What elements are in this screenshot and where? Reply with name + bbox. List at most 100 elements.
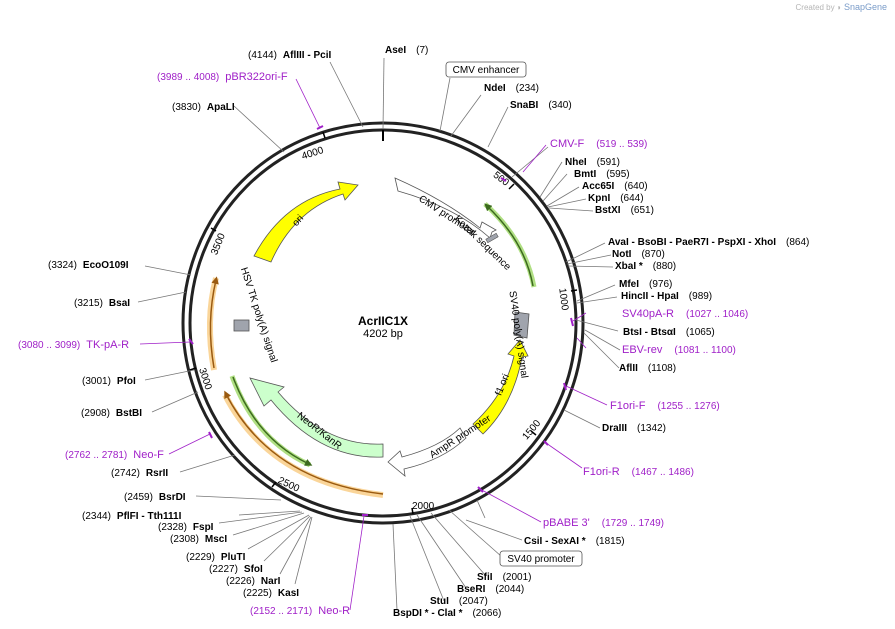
enzyme-name: NdeI — [484, 83, 506, 94]
enzyme-name: MfeI — [619, 279, 639, 290]
enzyme-name: SfiI — [477, 572, 493, 583]
enzyme-pos: (640) — [624, 181, 647, 192]
enzyme-mscI[interactable]: (2308)MscI — [170, 534, 227, 545]
neo-green-line — [232, 376, 313, 466]
primer-sv40pa-r[interactable]: SV40pA-R (1027 .. 1046) — [622, 308, 748, 320]
enzyme-ndeI[interactable]: NdeI (234) — [484, 83, 539, 94]
enzyme-aflII[interactable]: AflII (1108) — [619, 363, 676, 374]
enzyme-fspI[interactable]: (2328)FspI — [158, 522, 214, 533]
enzyme-xbaI[interactable]: XbaI *(880) — [615, 261, 676, 272]
enzyme-snaBI[interactable]: SnaBI(340) — [510, 100, 572, 111]
enzyme-pos: (2742) — [111, 468, 140, 479]
enzyme-pos: (591) — [597, 157, 620, 168]
enzyme-pos: (2001) — [503, 572, 532, 583]
primer-name: EBV-rev — [622, 344, 663, 356]
plasmid-length: 4202 bp — [363, 328, 403, 340]
enzyme-name: FspI — [193, 522, 214, 533]
hsv-tk-label: HSV TK poly(A) signal — [238, 266, 279, 364]
enzyme-sfiI[interactable]: SfiI (2001) — [477, 572, 531, 583]
enzyme-name: SfoI — [244, 564, 263, 575]
enzyme-aseI[interactable]: AseI(7) — [385, 45, 428, 56]
primer-range: (1081 .. 1100) — [674, 345, 736, 356]
primer-tk-pa-r[interactable]: (3080 .. 3099)TK-pA-R — [18, 339, 129, 351]
neo-kan-label: NeoR/KanR — [295, 410, 344, 452]
enzyme-bseRI[interactable]: BseRI (2044) — [457, 584, 524, 595]
enzyme-aflIII-pciI[interactable]: (4144) AflIII - PciI — [248, 50, 331, 61]
primer-f1ori-f[interactable]: F1ori-F(1255 .. 1276) — [610, 400, 720, 412]
sv40-promoter-label: SV40 promoter — [507, 554, 575, 565]
enzyme-pos: (2044) — [495, 584, 524, 595]
enzyme-bmtI[interactable]: BmtI(595) — [574, 169, 630, 180]
enzyme-pos: (4144) — [248, 50, 277, 61]
enzyme-name: MscI — [205, 534, 227, 545]
enzyme-name: HincII - HpaI — [621, 291, 679, 302]
enzyme-pluTI[interactable]: (2229) PluTI — [186, 552, 246, 563]
enzyme-pos: (2225) — [243, 588, 272, 599]
primer-name: F1ori-F — [610, 400, 646, 412]
enzyme-pos: (2459) — [124, 492, 153, 503]
enzyme-name: Acc65I — [582, 181, 614, 192]
enzyme-btsI[interactable]: BtsI - BtsαI(1065) — [623, 327, 715, 338]
enzyme-nheI[interactable]: NheI(591) — [565, 157, 620, 168]
enzyme-apaLI[interactable]: (3830)ApaLI — [172, 102, 235, 113]
enzyme-name: BspDI * - ClaI * — [393, 608, 463, 619]
enzyme-rsrII[interactable]: (2742)RsrII — [111, 468, 168, 479]
enzyme-pflFI-tth111I[interactable]: (2344)PflFI - Tth111I — [82, 511, 182, 522]
enzyme-draIII[interactable]: DraIII(1342) — [602, 423, 666, 434]
enzyme-pos: (1065) — [686, 327, 715, 338]
enzyme-kasI[interactable]: (2225) KasI — [243, 588, 299, 599]
enzyme-ecoO109I[interactable]: (3324)EcoO109I — [48, 260, 129, 271]
scale-ticks — [189, 131, 578, 515]
primer-neo-f[interactable]: (2762 .. 2781)Neo-F — [65, 449, 164, 461]
enzyme-pos: (880) — [653, 261, 676, 272]
credit-prefix: Created by — [795, 3, 835, 12]
enzyme-pos: (2227) — [209, 564, 238, 575]
primer-f1ori-r[interactable]: F1ori-R (1467 .. 1486) — [583, 466, 694, 478]
enzyme-name: AflIII - PciI — [283, 50, 332, 61]
enzyme-notI[interactable]: NotI(870) — [612, 249, 665, 260]
primer-name: F1ori-R — [583, 466, 620, 478]
enzyme-bsrDI[interactable]: (2459)BsrDI — [124, 492, 186, 503]
enzyme-narI[interactable]: (2226)NarI — [226, 576, 281, 587]
primer-pbr322ori-f[interactable]: (3989 .. 4008)pBR322ori-F — [157, 71, 288, 83]
enzyme-pos: (2226) — [226, 576, 255, 587]
enzyme-name: AflII — [619, 363, 638, 374]
kozak-box — [485, 232, 499, 244]
hsv-tk-gray-box — [233, 319, 250, 332]
primer-range: (1027 .. 1046) — [686, 309, 748, 320]
primer-name: SV40pA-R — [622, 308, 674, 320]
tick-label-1500: 1500 — [521, 418, 544, 442]
enzyme-kpnI[interactable]: KpnI(644) — [588, 193, 644, 204]
enzyme-csiI-sexAI[interactable]: CsiI - SexAI *(1815) — [524, 536, 625, 547]
enzyme-bstBI[interactable]: (2908)BstBI — [81, 408, 142, 419]
enzyme-name: NotI — [612, 249, 632, 260]
enzyme-pos: (1108) — [648, 363, 676, 374]
primer-leader-lines — [139, 78, 608, 611]
primer-range: (1467 .. 1486) — [632, 467, 694, 478]
primer-name: Neo-F — [133, 449, 164, 461]
enzyme-sfoI[interactable]: (2227) SfoI — [209, 564, 263, 575]
primer-ebv-rev[interactable]: EBV-rev (1081 .. 1100) — [622, 344, 736, 356]
enzyme-name: PluTI — [221, 552, 246, 563]
cmv-promoter-arrow — [394, 177, 497, 239]
enzyme-name: KasI — [278, 588, 299, 599]
enzyme-bspDI-claI[interactable]: BspDI * - ClaI *(2066) — [393, 608, 501, 619]
enzyme-pfoI[interactable]: (3001)PfoI — [82, 376, 136, 387]
enzyme-pos: (2229) — [186, 552, 215, 563]
enzyme-hincII-hpaI[interactable]: HincII - HpaI(989) — [621, 291, 712, 302]
primer-pbabe-3[interactable]: pBABE 3'(1729 .. 1749) — [543, 517, 664, 529]
enzyme-name: DraIII — [602, 423, 627, 434]
primer-cmv-f[interactable]: CMV-F(519 .. 539) — [550, 138, 647, 150]
enzyme-bsaI[interactable]: (3215)BsaI — [74, 298, 130, 309]
ori-arrow — [253, 181, 359, 263]
enzyme-acc65I[interactable]: Acc65I (640) — [582, 181, 648, 192]
enzyme-pos: (234) — [516, 83, 539, 94]
enzyme-stuI[interactable]: StuI(2047) — [430, 596, 488, 607]
enzyme-bstXI[interactable]: BstXI(651) — [595, 205, 654, 216]
enzyme-name: BseRI — [457, 584, 486, 595]
enzyme-pos: (864) — [786, 237, 809, 248]
primer-neo-r[interactable]: (2152 .. 2171)Neo-R — [250, 605, 350, 617]
enzyme-mfeI[interactable]: MfeI(976) — [619, 279, 672, 290]
enzyme-avaI-group[interactable]: AvaI - BsoBI - PaeR7I - PspXI - XhoI(864… — [608, 237, 809, 248]
